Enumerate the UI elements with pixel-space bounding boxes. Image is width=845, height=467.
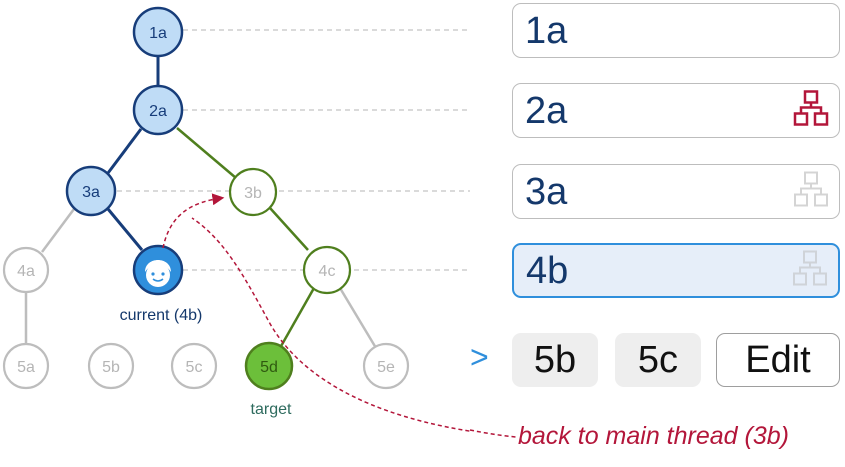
user-avatar-icon bbox=[145, 260, 171, 287]
branch-icon[interactable] bbox=[791, 249, 829, 292]
thread-row-label: 3a bbox=[525, 170, 568, 213]
node-5b-label: 5b bbox=[102, 359, 120, 376]
current-node-caption: current (4b) bbox=[120, 307, 203, 324]
node-1a-label: 1a bbox=[149, 25, 167, 42]
node-5b: 5b bbox=[87, 342, 135, 390]
edge-3b-4c bbox=[269, 207, 309, 251]
node-5e: 5e bbox=[362, 342, 410, 390]
edge-3a-4a bbox=[40, 208, 76, 253]
node-3b: 3b bbox=[228, 167, 278, 217]
node-4b-current bbox=[132, 244, 184, 296]
node-2a-label: 2a bbox=[149, 103, 167, 120]
thread-row-label: 2a bbox=[525, 89, 568, 132]
node-3a: 3a bbox=[65, 165, 117, 217]
node-5c-label: 5c bbox=[186, 359, 203, 376]
thread-row-label: 4b bbox=[526, 249, 569, 292]
edge-4c-5e bbox=[338, 287, 378, 349]
node-1a: 1a bbox=[132, 6, 184, 58]
branch-icon[interactable] bbox=[792, 89, 830, 132]
node-5c: 5c bbox=[170, 342, 218, 390]
node-5d-label: 5d bbox=[260, 359, 278, 376]
node-4a-label: 4a bbox=[17, 263, 35, 280]
back-arrow-short bbox=[162, 193, 225, 249]
node-2a: 2a bbox=[132, 84, 184, 136]
options-chevron-icon: > bbox=[470, 339, 489, 375]
branch-icon[interactable] bbox=[792, 170, 830, 213]
edge-4c-5d bbox=[278, 287, 316, 349]
node-5d-target: 5d bbox=[244, 341, 294, 391]
edit-button[interactable]: Edit bbox=[716, 333, 840, 387]
edge-2a-3a bbox=[106, 128, 143, 174]
node-5e-label: 5e bbox=[377, 359, 395, 376]
edge-2a-3b bbox=[176, 127, 237, 179]
thread-row-1a[interactable]: 1a bbox=[512, 3, 840, 58]
thread-row-4b-current[interactable]: 4b bbox=[512, 243, 840, 298]
thread-row-label: 1a bbox=[525, 9, 568, 52]
thread-tree: 1a 2a 3a 3b 4a current (4b) 4c 5a bbox=[2, 6, 470, 432]
node-4c-label: 4c bbox=[319, 263, 336, 280]
back-arrow-long-tail bbox=[469, 429, 517, 438]
node-4c: 4c bbox=[302, 245, 352, 295]
option-button-5b[interactable]: 5b bbox=[512, 333, 598, 387]
target-node-caption: target bbox=[251, 401, 292, 418]
edge-3a-4b bbox=[106, 208, 144, 251]
thread-row-3a[interactable]: 3a bbox=[512, 164, 840, 219]
node-3a-label: 3a bbox=[82, 184, 100, 201]
node-4a: 4a bbox=[2, 246, 50, 294]
annotation-back-to-main-thread: back to main thread (3b) bbox=[518, 422, 789, 450]
node-5a-label: 5a bbox=[17, 359, 35, 376]
node-5a: 5a bbox=[2, 342, 50, 390]
thread-row-2a[interactable]: 2a bbox=[512, 83, 840, 138]
node-3b-label: 3b bbox=[244, 185, 262, 202]
option-button-5c[interactable]: 5c bbox=[615, 333, 701, 387]
